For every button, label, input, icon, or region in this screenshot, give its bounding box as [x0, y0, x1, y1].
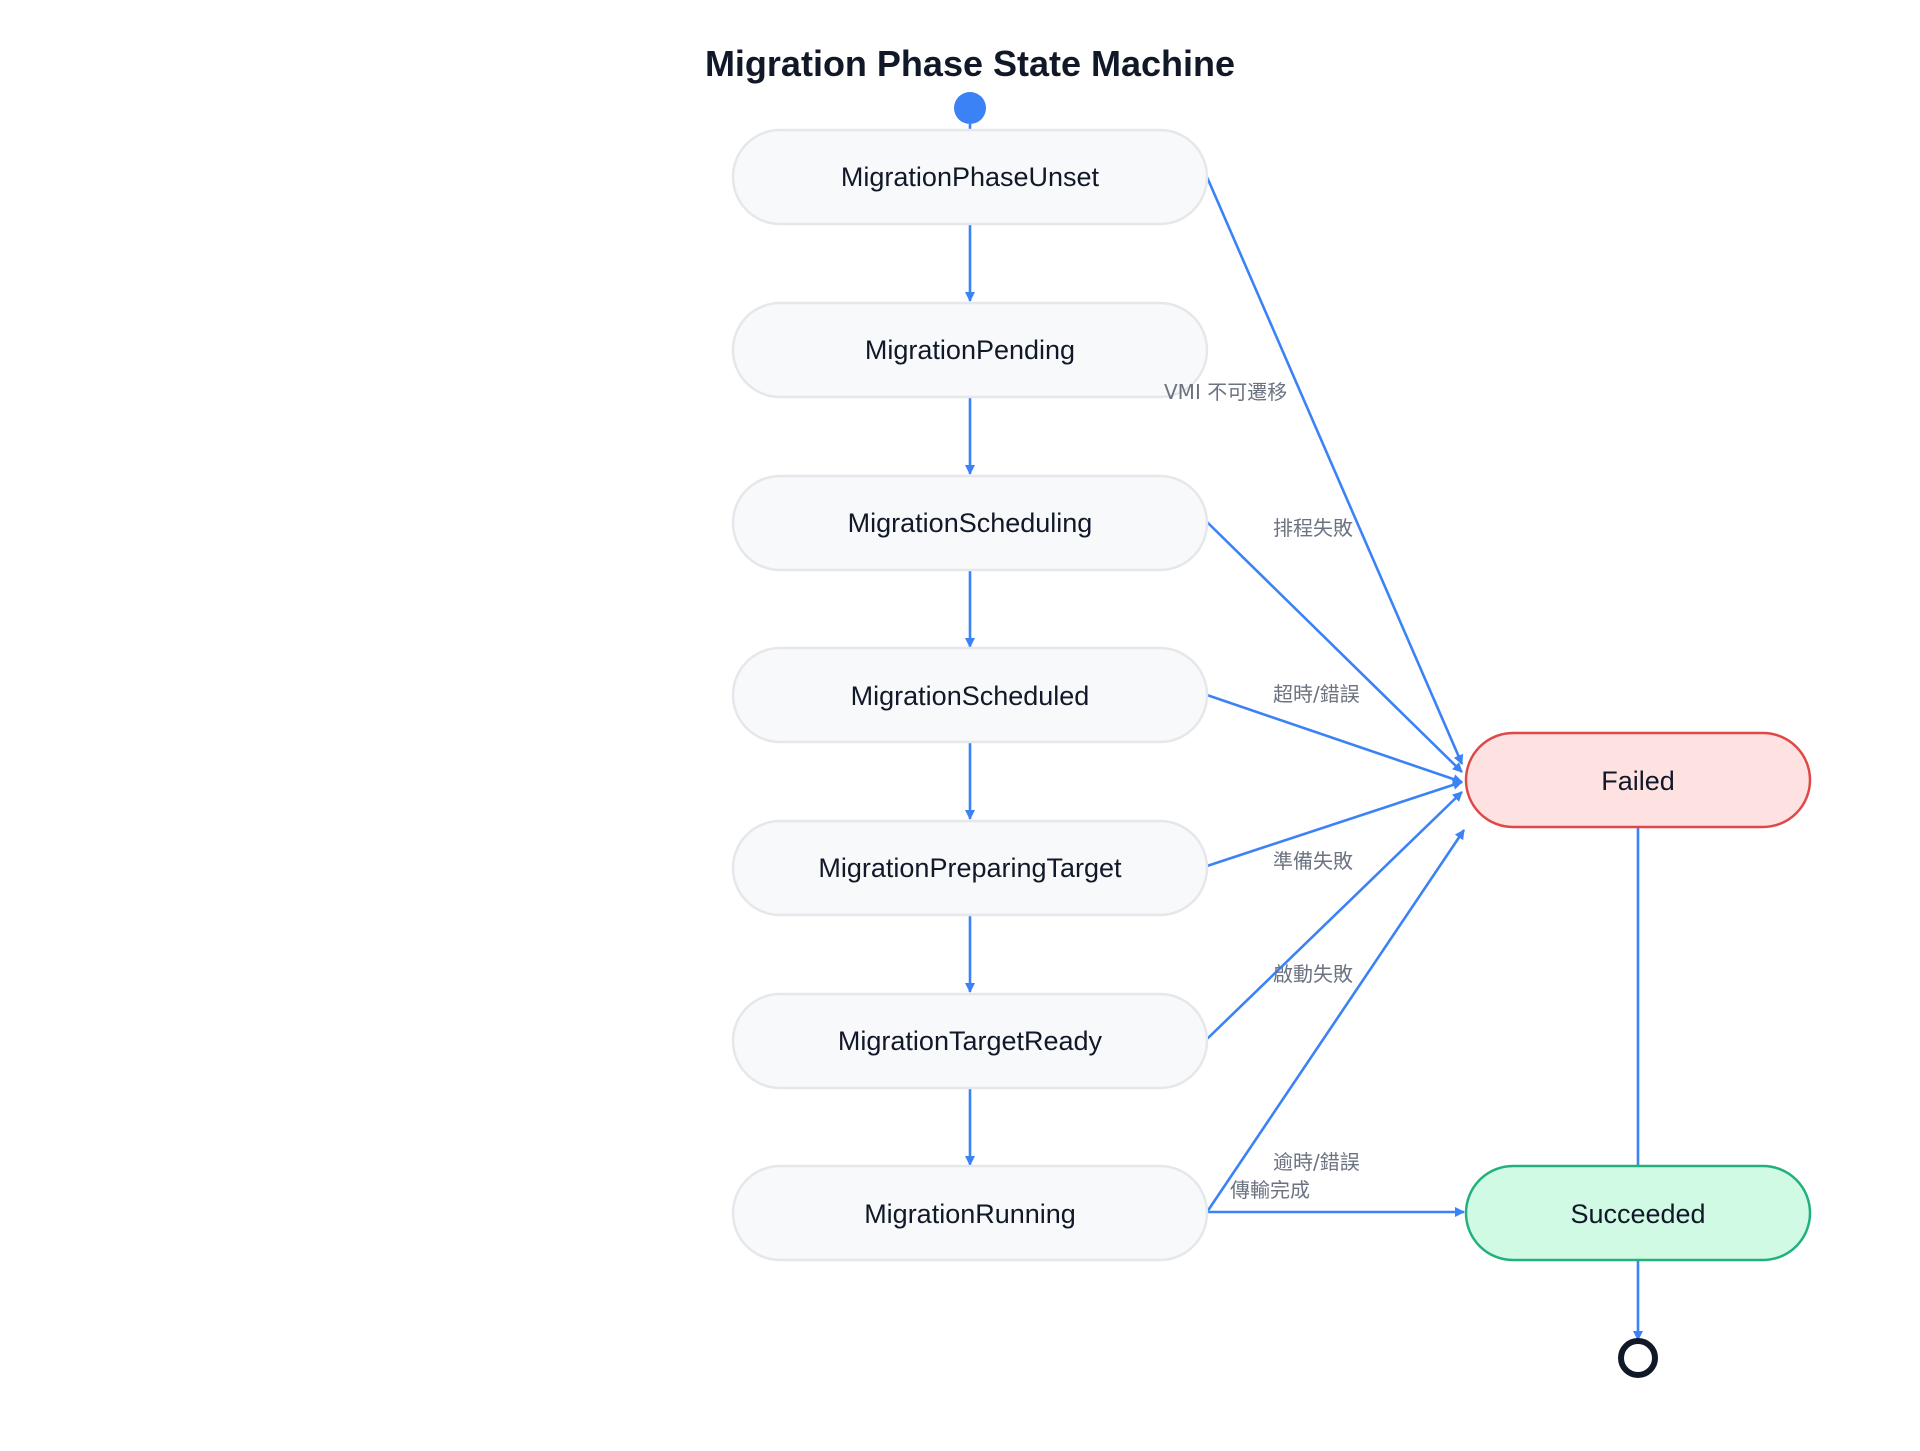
- state-label: MigrationPending: [865, 335, 1075, 365]
- state-label: MigrationRunning: [864, 1199, 1076, 1229]
- edge-label-scheduling-failed: 排程失敗: [1273, 516, 1353, 540]
- edge-label-target-ready-failed: 啟動失敗: [1273, 962, 1353, 986]
- edge-unset-failed: [1205, 176, 1464, 765]
- state-migration-preparing-target: MigrationPreparingTarget: [731, 819, 1209, 917]
- state-migration-scheduled: MigrationScheduled: [731, 646, 1209, 744]
- state-label: MigrationScheduled: [851, 681, 1090, 711]
- edge-scheduled-failed: [1206, 693, 1463, 784]
- start-node: [954, 92, 986, 124]
- edge-label-unset-failed: VMI 不可遷移: [1164, 380, 1287, 404]
- state-migration-pending: MigrationPending: [731, 301, 1209, 399]
- end-node: [1618, 1338, 1658, 1378]
- edge-label-preparing-failed: 準備失敗: [1273, 849, 1353, 873]
- state-label: MigrationPreparingTarget: [818, 853, 1122, 883]
- edge-running-failed: [1205, 829, 1466, 1213]
- edge-label-running-succeeded: 傳輸完成: [1230, 1178, 1310, 1202]
- edge-label-running-failed: 逾時/錯誤: [1273, 1150, 1360, 1174]
- state-migration-phase-unset: MigrationPhaseUnset: [731, 128, 1209, 226]
- state-failed: Failed: [1464, 731, 1812, 829]
- diagram-title: Migration Phase State Machine: [705, 43, 1235, 84]
- state-label: MigrationTargetReady: [838, 1026, 1103, 1056]
- state-migration-target-ready: MigrationTargetReady: [731, 992, 1209, 1090]
- edge-preparing-failed: [1206, 780, 1463, 868]
- state-label: MigrationPhaseUnset: [841, 162, 1100, 192]
- state-migration-scheduling: MigrationScheduling: [731, 474, 1209, 572]
- state-migration-running: MigrationRunning: [731, 1164, 1209, 1262]
- state-label: MigrationScheduling: [848, 508, 1093, 538]
- edge-scheduling-failed: [1206, 521, 1463, 773]
- state-label: Failed: [1601, 766, 1675, 796]
- edge-label-scheduled-failed: 超時/錯誤: [1273, 682, 1360, 706]
- state-succeeded: Succeeded: [1464, 1164, 1812, 1262]
- state-label: Succeeded: [1570, 1199, 1705, 1229]
- edge-target-ready-failed: [1206, 791, 1463, 1040]
